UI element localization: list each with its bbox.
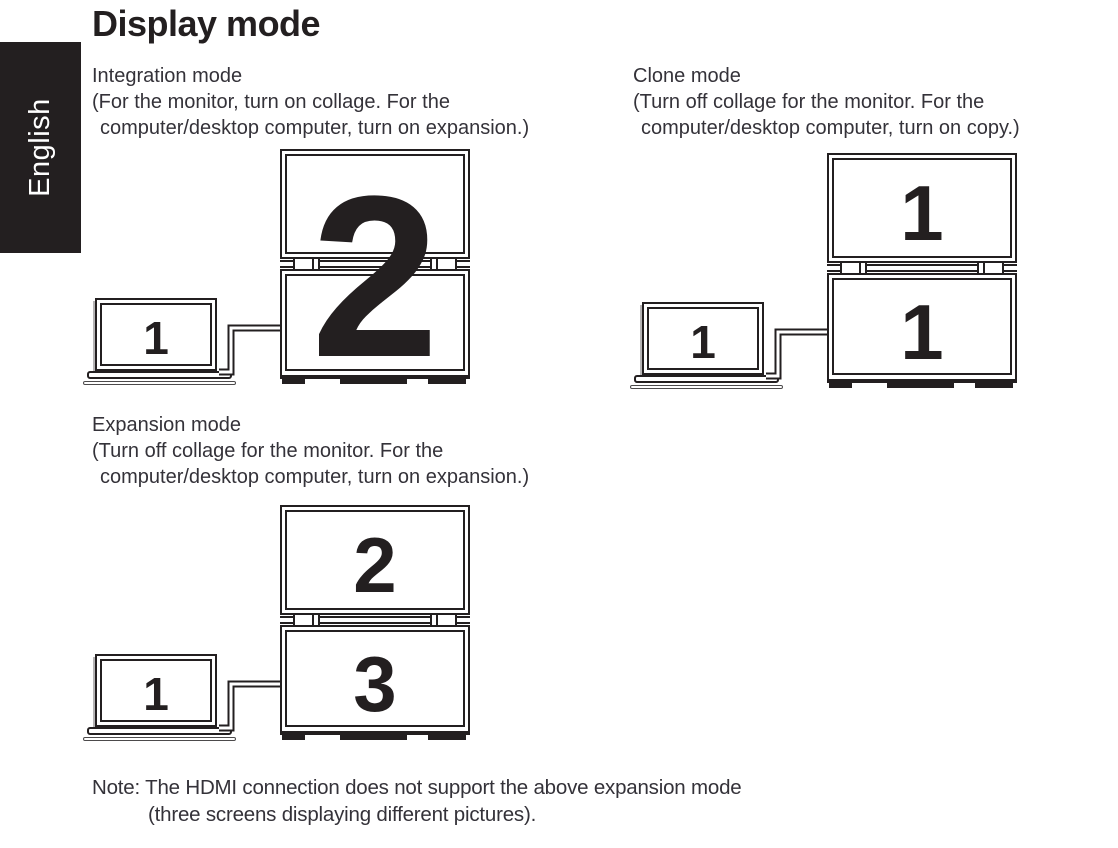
monitor-foot (829, 383, 852, 388)
monitor-top-panel: 1 (827, 153, 1017, 263)
cable (219, 680, 282, 732)
monitor-top-screen (285, 154, 465, 254)
page-title: Display mode (92, 3, 321, 44)
note-line2: (three screens displaying different pict… (148, 803, 537, 826)
laptop-illustration: 1 (95, 654, 217, 727)
clone-desc-line1: (Turn off collage for the monitor. For t… (633, 91, 985, 113)
integration-diagram: 1 2 (83, 145, 485, 395)
language-tab-label: English (24, 98, 56, 197)
laptop-foot (83, 381, 236, 385)
monitor-foot (428, 735, 466, 740)
monitor-bottom-screen: 3 (285, 630, 465, 727)
cable (766, 328, 829, 380)
monitor-hinge (280, 257, 470, 271)
monitor-bottom-panel: 1 (827, 273, 1017, 383)
monitor-feet (827, 383, 1017, 388)
laptop-base (87, 727, 232, 735)
integration-desc-line1: (For the monitor, turn on collage. For t… (92, 91, 450, 113)
hinge-bar (827, 264, 1017, 272)
monitor-feet (280, 379, 470, 384)
laptop-foot (630, 385, 783, 389)
language-tab: English (0, 42, 81, 253)
clone-mode-description: (Turn off collage for the monitor. For t… (633, 89, 1020, 141)
expansion-mode-section: Expansion mode (Turn off collage for the… (92, 412, 529, 490)
monitor-bottom-panel: 3 (280, 625, 470, 735)
hinge-clip-left (840, 261, 867, 275)
dual-stacked-monitor: 2 (280, 149, 470, 392)
cable (219, 324, 282, 376)
expansion-mode-description: (Turn off collage for the monitor. For t… (92, 438, 529, 490)
monitor-top-screen: 1 (832, 158, 1012, 258)
monitor-bottom-number: 1 (900, 287, 944, 376)
hinge-bar (280, 616, 470, 624)
integration-mode-title: Integration mode (92, 65, 243, 87)
hinge-clip-right (977, 261, 1004, 275)
clone-mode-title: Clone mode (633, 65, 741, 87)
laptop-screen-number: 1 (690, 315, 716, 368)
laptop-screen-number: 1 (143, 667, 169, 720)
hinge-clip-right (430, 257, 457, 271)
laptop-screen: 1 (100, 303, 212, 366)
laptop-screen-number: 1 (143, 311, 169, 364)
expansion-desc-line2: computer/desktop computer, turn on expan… (100, 466, 530, 488)
clone-desc-line2: computer/desktop computer, turn on copy.… (641, 117, 1020, 139)
monitor-foot (975, 383, 1013, 388)
monitor-top-number: 2 (353, 521, 397, 609)
monitor-foot (340, 735, 407, 740)
monitor-hinge (280, 613, 470, 627)
laptop-screen: 1 (100, 659, 212, 722)
monitor-foot (282, 735, 305, 740)
note-line1: Note: The HDMI connection does not suppo… (92, 776, 742, 799)
monitor-feet (280, 735, 470, 740)
monitor-bottom-screen: 1 (832, 278, 1012, 375)
integration-desc-line2: computer/desktop computer, turn on expan… (100, 117, 530, 139)
integration-mode-description: (For the monitor, turn on collage. For t… (92, 89, 529, 141)
monitor-foot (428, 379, 466, 384)
monitor-bottom-number: 3 (353, 639, 397, 728)
monitor-top-panel (280, 149, 470, 259)
hinge-clip-left (293, 613, 320, 627)
note: Note: The HDMI connection does not suppo… (92, 774, 742, 828)
laptop-illustration: 1 (642, 302, 764, 375)
clone-diagram: 1 1 1 (630, 149, 1032, 399)
monitor-foot (340, 379, 407, 384)
laptop-screen: 1 (647, 307, 759, 370)
dual-stacked-monitor: 2 3 (280, 505, 470, 741)
monitor-bottom-screen (285, 274, 465, 371)
integration-mode-section: Integration mode (For the monitor, turn … (92, 63, 529, 141)
laptop-base (634, 375, 779, 383)
dual-stacked-monitor: 1 1 (827, 153, 1017, 389)
clone-mode-section: Clone mode (Turn off collage for the mon… (633, 63, 1020, 141)
monitor-top-panel: 2 (280, 505, 470, 615)
laptop-illustration: 1 (95, 298, 217, 371)
hinge-clip-right (430, 613, 457, 627)
monitor-top-number: 1 (900, 169, 944, 257)
hinge-bar (280, 260, 470, 268)
hinge-clip-left (293, 257, 320, 271)
monitor-foot (282, 379, 305, 384)
expansion-mode-title: Expansion mode (92, 414, 241, 436)
laptop-base (87, 371, 232, 379)
laptop-foot (83, 737, 236, 741)
monitor-hinge (827, 261, 1017, 275)
expansion-diagram: 1 2 3 (83, 501, 485, 751)
monitor-foot (887, 383, 954, 388)
monitor-bottom-panel (280, 269, 470, 379)
expansion-desc-line1: (Turn off collage for the monitor. For t… (92, 440, 444, 462)
monitor-top-screen: 2 (285, 510, 465, 610)
